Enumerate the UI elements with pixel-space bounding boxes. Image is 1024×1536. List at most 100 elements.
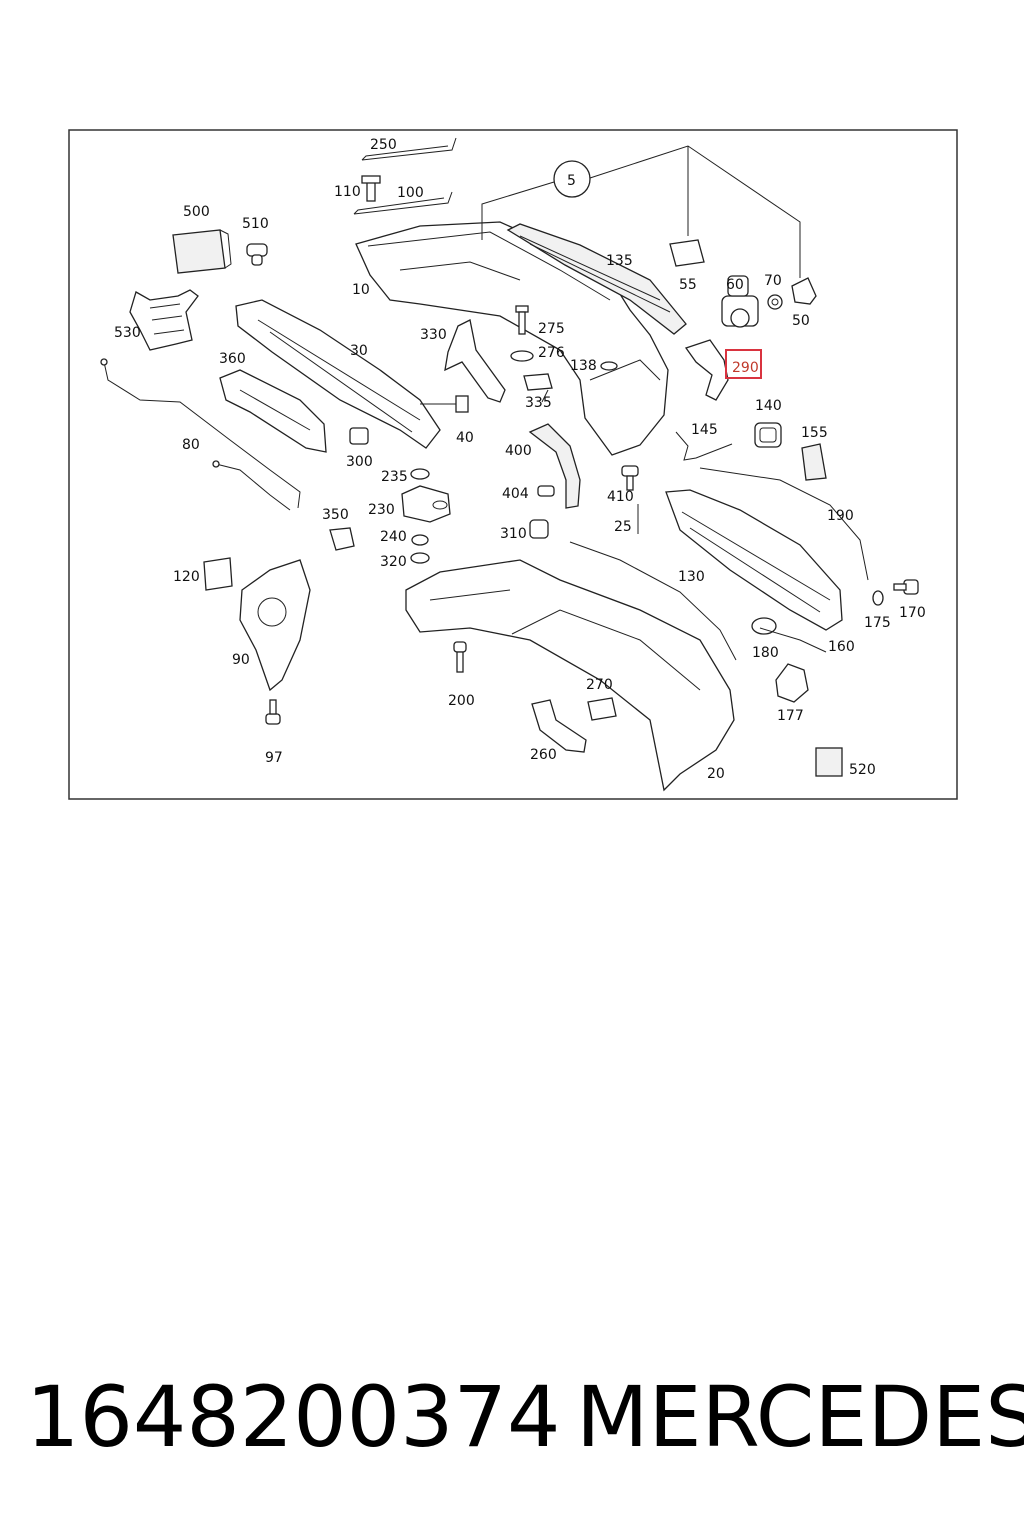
part-360-foam — [219, 369, 327, 453]
callout-label: 200 — [448, 693, 475, 709]
part-177-holder — [775, 663, 809, 703]
callout-label: 80 — [182, 437, 200, 453]
callout-label-highlighted: 290 — [732, 360, 759, 376]
part-260-bracket — [531, 699, 587, 753]
part-275-screw — [515, 305, 529, 335]
callout-label: 130 — [678, 569, 705, 585]
part-310-nut — [529, 519, 549, 539]
callout-label: 70 — [764, 273, 782, 289]
callout-label: 90 — [232, 652, 250, 668]
part-50-holder — [791, 277, 817, 305]
leader-lines — [481, 145, 827, 653]
callout-label: 275 — [538, 321, 565, 337]
part-520-block — [815, 747, 843, 777]
callout-label: 55 — [679, 277, 697, 293]
part-240-washer — [411, 534, 429, 546]
part-190-seal-strip — [699, 467, 869, 581]
callout-label: 155 — [801, 425, 828, 441]
callout-label: 135 — [606, 253, 633, 269]
part-138-washer — [600, 361, 618, 371]
callout-label: 175 — [864, 615, 891, 631]
part-170-bolt — [893, 579, 919, 595]
part-20-lower-bumper — [405, 559, 735, 792]
callout-label: 350 — [322, 507, 349, 523]
callout-label: 410 — [607, 489, 634, 505]
part-410-screw — [621, 465, 639, 491]
part-97-bolt — [265, 699, 281, 725]
part-320-nut — [410, 552, 430, 564]
part-330-bracket — [444, 319, 506, 403]
callout-label: 40 — [456, 430, 474, 446]
part-80-wiring-harness — [100, 358, 301, 511]
callout-label: 177 — [777, 708, 804, 724]
callout-label: 404 — [502, 486, 529, 502]
part-120-cover — [203, 557, 233, 591]
part-70-ring — [767, 294, 783, 310]
callout-label: 190 — [827, 508, 854, 524]
callout-label: 240 — [380, 529, 407, 545]
part-175-washer — [872, 590, 884, 606]
callout-label: 20 — [707, 766, 725, 782]
part-290-bracket — [684, 339, 729, 401]
callout-label: 110 — [334, 184, 361, 200]
part-235-washer — [410, 468, 430, 480]
part-155-cap — [801, 443, 827, 481]
callout-label: 230 — [368, 502, 395, 518]
part-180-grommet — [751, 617, 777, 635]
callout-label: 310 — [500, 526, 527, 542]
callout-label: 530 — [114, 325, 141, 341]
part-335-clip — [523, 373, 553, 391]
callout-label: 270 — [586, 677, 613, 693]
part-130-trim-strip — [569, 541, 737, 661]
callout-5-circle — [553, 160, 591, 198]
callout-label: 10 — [352, 282, 370, 298]
callout-label: 170 — [899, 605, 926, 621]
callout-label: 160 — [828, 639, 855, 655]
part-350-clip — [329, 527, 355, 551]
caption: 1648200374 MERCEDES — [0, 1368, 1024, 1478]
callout-label: 250 — [370, 137, 397, 153]
callout-label: 510 — [242, 216, 269, 232]
part-404-clip — [537, 485, 555, 497]
callout-label: 5 — [567, 173, 576, 189]
callout-labels: 250 110 100 5 500 510 10 135 55 60 70 50… — [114, 137, 926, 782]
part-276-washer — [510, 350, 534, 362]
part-60-sensor — [721, 275, 759, 328]
callout-label: 140 — [755, 398, 782, 414]
callout-label: 360 — [219, 351, 246, 367]
callout-label: 300 — [346, 454, 373, 470]
part-500-panel — [172, 229, 232, 274]
highlight-box-290 — [725, 349, 762, 379]
callout-label: 500 — [183, 204, 210, 220]
part-135-load-sill — [506, 223, 687, 335]
callout-label: 25 — [614, 519, 632, 535]
part-90-bracket — [239, 559, 311, 692]
callout-label: 520 — [849, 762, 876, 778]
part-55-cap — [669, 239, 705, 267]
callout-label: 30 — [350, 343, 368, 359]
part-30-impact-absorber — [235, 299, 441, 449]
part-200-bolt — [453, 641, 467, 673]
part-530-bracket — [129, 289, 199, 351]
part-160-diffuser — [665, 489, 843, 631]
part-100-trim-strip — [353, 191, 453, 215]
part-270-clip — [587, 697, 617, 721]
callout-label: 97 — [265, 750, 283, 766]
part-510-grommet — [246, 243, 268, 266]
callout-label: 335 — [525, 395, 552, 411]
callout-label: 235 — [381, 469, 408, 485]
part-300-nut — [349, 427, 369, 445]
part-110-clip — [361, 175, 381, 202]
part-number: 1648200374 — [26, 1368, 561, 1466]
callout-label: 60 — [726, 277, 744, 293]
part-230-bracket — [401, 485, 451, 523]
callout-label: 180 — [752, 645, 779, 661]
part-400-trim — [528, 423, 581, 509]
callout-label: 145 — [691, 422, 718, 438]
callout-label: 260 — [530, 747, 557, 763]
brand-name: MERCEDES — [576, 1368, 1024, 1466]
callout-label: 400 — [505, 443, 532, 459]
callout-label: 120 — [173, 569, 200, 585]
part-140-seal — [754, 422, 782, 448]
